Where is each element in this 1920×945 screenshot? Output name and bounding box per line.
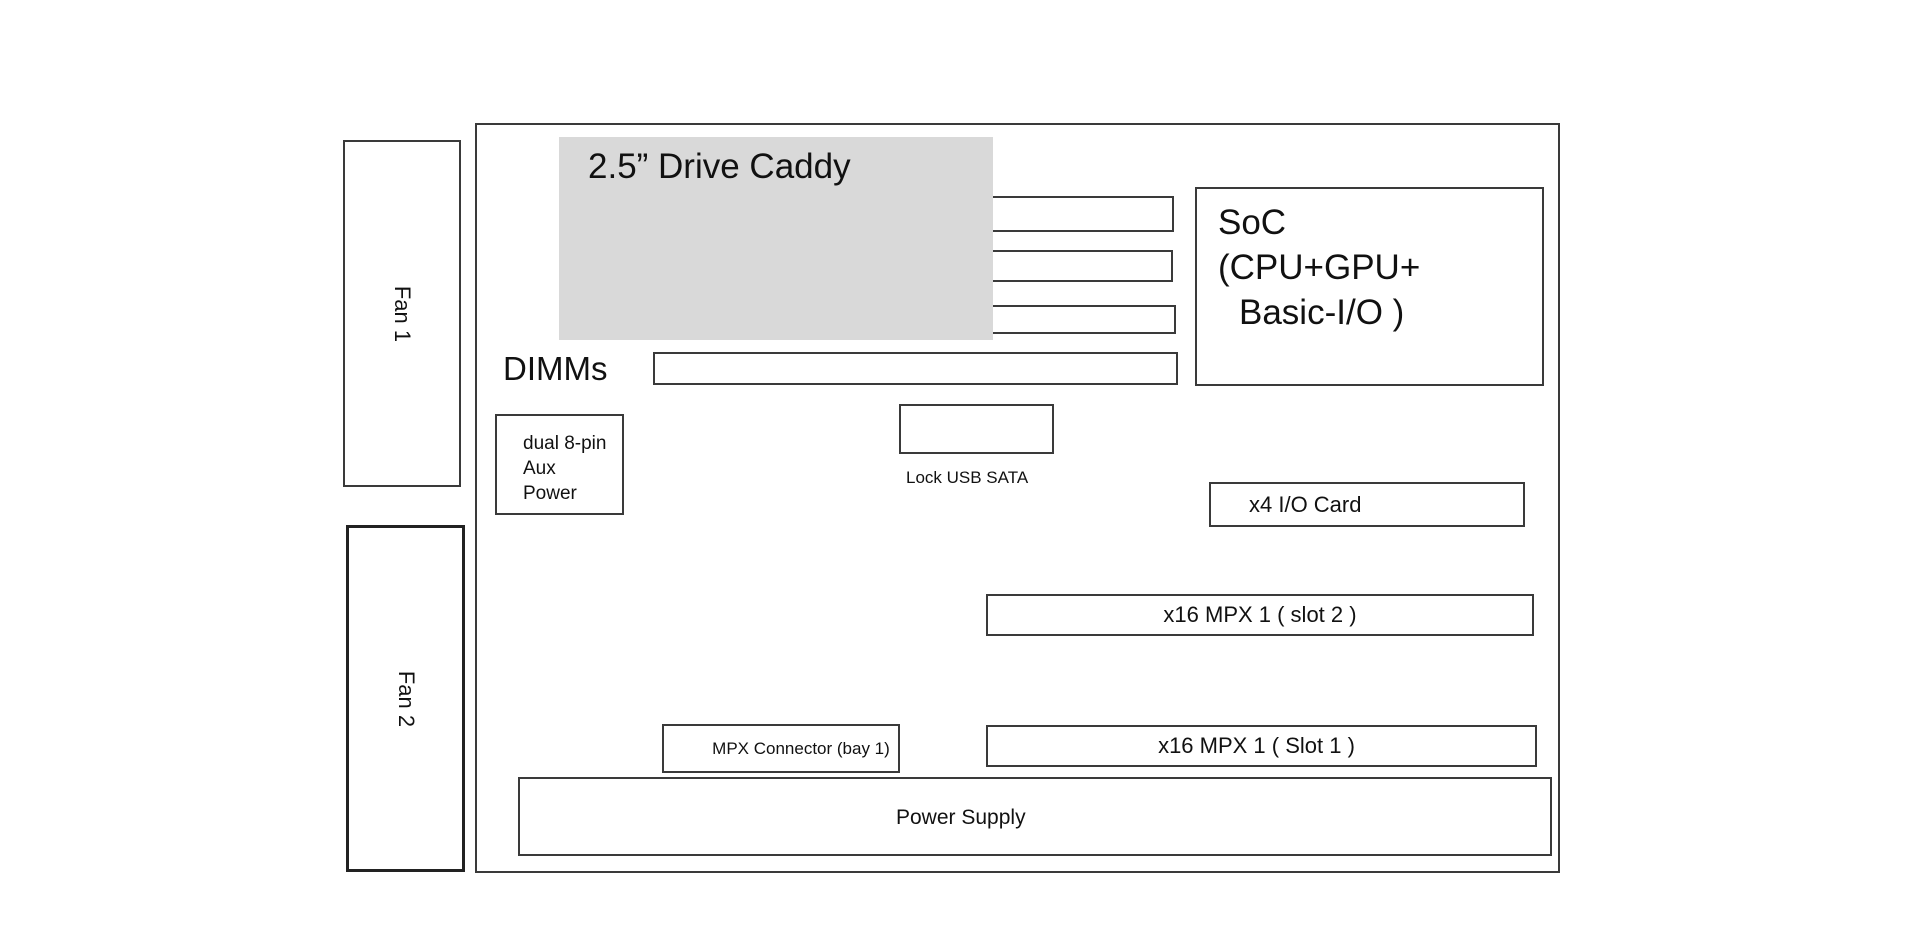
dimms-label: DIMMs — [503, 350, 608, 387]
power-supply-label: Power Supply — [896, 806, 1026, 829]
aux-power-line1: dual 8-pin — [523, 433, 607, 454]
dimm-slot-3 — [985, 305, 1176, 334]
aux-power-line2: Aux — [523, 458, 556, 479]
drive-caddy-label: 2.5” Drive Caddy — [588, 147, 851, 186]
ports-block — [899, 404, 1054, 454]
fan-2-label: Fan 2 — [393, 670, 419, 727]
fan-1-label: Fan 1 — [390, 285, 415, 342]
dimm-slot-4 — [653, 352, 1178, 385]
soc-block: SoC (CPU+GPU+ Basic-I/O ) — [1195, 187, 1544, 386]
drive-caddy: 2.5” Drive Caddy — [559, 137, 993, 340]
soc-label-line3: Basic-I/O ) — [1239, 293, 1405, 332]
dimm-slot-1 — [985, 196, 1174, 232]
io-card-slot: x4 I/O Card — [1209, 482, 1525, 527]
mpx-slot-2-label: x16 MPX 1 ( slot 2 ) — [1163, 602, 1357, 627]
ports-label: Lock USB SATA — [906, 468, 1029, 487]
power-supply: Power Supply — [518, 777, 1552, 856]
mpx-connector-label: MPX Connector (bay 1) — [712, 738, 890, 758]
mpx-slot-2: x16 MPX 1 ( slot 2 ) — [986, 594, 1534, 636]
aux-power-connector: dual 8-pin Aux Power — [495, 414, 624, 515]
mpx-slot-1-label: x16 MPX 1 ( Slot 1 ) — [1158, 733, 1355, 758]
mpx-slot-1: x16 MPX 1 ( Slot 1 ) — [986, 725, 1537, 767]
motherboard-outline — [475, 123, 1560, 873]
io-card-label: x4 I/O Card — [1249, 492, 1362, 517]
soc-label-line2: (CPU+GPU+ — [1218, 248, 1421, 287]
soc-label-line1: SoC — [1218, 203, 1287, 242]
mpx-connector: MPX Connector (bay 1) — [662, 724, 900, 773]
aux-power-line3: Power — [523, 483, 577, 504]
fan-1: Fan 1 — [343, 140, 461, 487]
dimm-slot-2 — [985, 250, 1173, 282]
fan-2: Fan 2 — [346, 525, 465, 872]
